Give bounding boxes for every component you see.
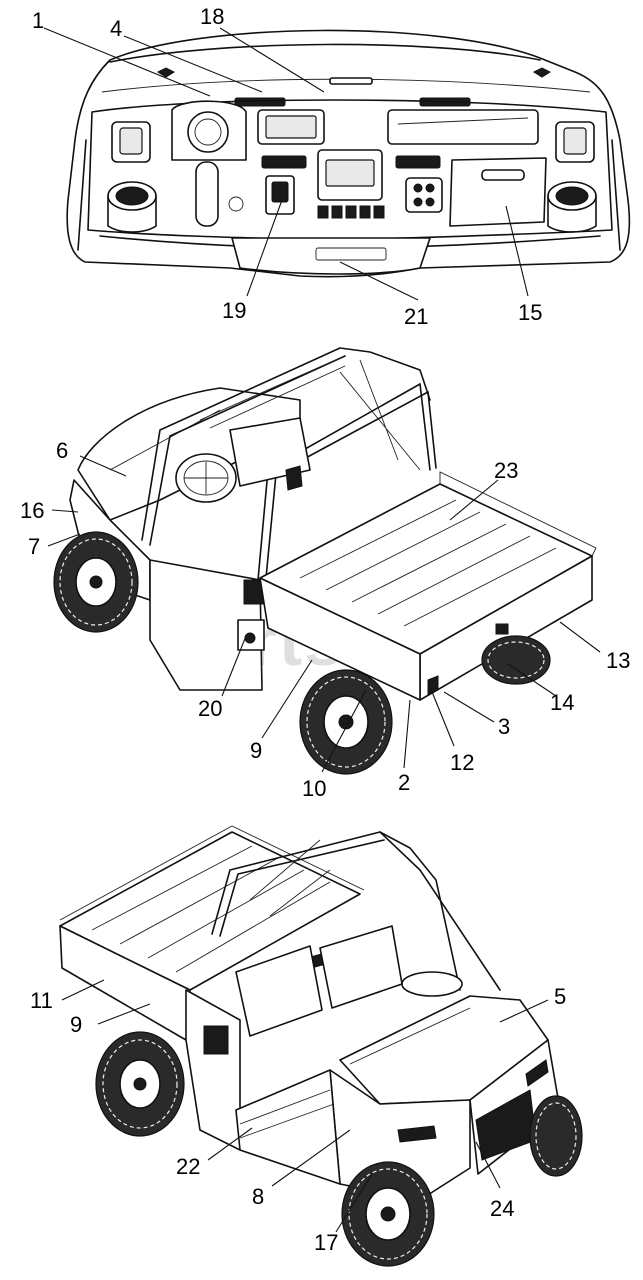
leader-10 xyxy=(321,689,367,773)
dashboard-view xyxy=(66,29,631,278)
leader-22 xyxy=(207,1127,253,1161)
front-left-tire-front-view xyxy=(341,1161,435,1267)
callout-23: 23 xyxy=(494,458,518,483)
leader-3 xyxy=(443,691,495,723)
front-left-tire xyxy=(53,531,139,633)
dash-bezel xyxy=(87,99,613,241)
clip-left xyxy=(156,67,176,78)
leader-23 xyxy=(449,479,499,521)
vent-left xyxy=(261,155,307,169)
leader-8 xyxy=(271,1129,351,1187)
callout-3: 3 xyxy=(498,714,510,739)
lower-trim xyxy=(231,237,431,275)
callout-8: 8 xyxy=(252,1184,264,1209)
leader-24 xyxy=(475,1141,501,1189)
leader-6 xyxy=(79,455,127,477)
front-right-tire-front-view xyxy=(529,1095,583,1177)
glove-box-handle xyxy=(481,169,525,181)
callout-20: 20 xyxy=(198,696,222,721)
callout-11: 11 xyxy=(30,988,53,1013)
glove-box xyxy=(449,157,547,227)
callout-17: 17 xyxy=(314,1230,338,1255)
leader-4 xyxy=(123,35,263,93)
bed-side xyxy=(259,577,421,701)
leader-13 xyxy=(559,621,601,653)
callout-1: 1 xyxy=(32,8,44,33)
leader-9 xyxy=(261,659,313,739)
cab-light-pod xyxy=(203,1025,229,1055)
clip-right xyxy=(532,67,552,78)
steering-wheel-front xyxy=(401,971,463,997)
display-right xyxy=(387,109,539,145)
leader-16 xyxy=(51,509,79,513)
callout-10: 10 xyxy=(302,776,326,801)
callout-12: 12 xyxy=(450,750,474,775)
leader-17 xyxy=(335,1173,373,1233)
headlight-right xyxy=(525,1059,549,1087)
dash-cowl xyxy=(109,43,541,63)
leader-2 xyxy=(403,699,411,769)
right-switch-panel xyxy=(405,177,443,213)
floor-panel xyxy=(235,1069,341,1185)
rear-left-tire xyxy=(299,669,393,775)
leader-7 xyxy=(47,533,81,547)
leader-21 xyxy=(339,261,419,301)
callout-22: 22 xyxy=(176,1154,200,1179)
bed-rail xyxy=(439,471,597,557)
callout-24: 24 xyxy=(490,1196,514,1221)
headlight-left xyxy=(397,1125,437,1143)
leader-14 xyxy=(507,663,557,697)
leader-20 xyxy=(221,635,247,697)
leader-9b xyxy=(97,1003,151,1025)
callout-19: 19 xyxy=(222,298,246,323)
callout-14: 14 xyxy=(550,690,574,715)
leader-1 xyxy=(43,27,211,97)
callout-21: 21 xyxy=(404,304,428,329)
leader-11 xyxy=(61,979,105,1001)
cage-brace xyxy=(339,359,421,471)
roll-cage-front xyxy=(141,347,431,541)
cab-side-front-view xyxy=(185,989,241,1151)
callout-9: 9 xyxy=(250,738,262,763)
callout-6: 6 xyxy=(56,438,68,463)
top-vent-left xyxy=(234,97,286,107)
leader-5 xyxy=(499,999,549,1023)
rear-left-view xyxy=(53,347,597,775)
cab-side xyxy=(149,559,263,691)
callout-15: 15 xyxy=(518,300,542,325)
callout-7: 7 xyxy=(28,534,40,559)
vent-right xyxy=(395,155,441,169)
callout-13: 13 xyxy=(606,648,630,673)
callout-18: 18 xyxy=(200,4,224,29)
rear-left-tire-front-view xyxy=(95,1031,185,1137)
center-slot xyxy=(329,77,373,85)
callout-4: 4 xyxy=(110,16,122,41)
callout-2: 2 xyxy=(398,770,410,795)
seat-right xyxy=(319,925,403,1009)
switch-row xyxy=(317,205,385,219)
steering-column xyxy=(171,100,247,227)
left-cupholder xyxy=(107,121,157,233)
leader-19 xyxy=(246,199,283,297)
right-cupholder xyxy=(547,121,597,233)
leader-12 xyxy=(427,681,455,747)
callout-9-front: 9 xyxy=(70,1012,82,1037)
leader-15 xyxy=(505,205,529,297)
cage-front-view xyxy=(211,831,461,991)
leader-18 xyxy=(219,27,325,93)
callout-5: 5 xyxy=(554,984,566,1009)
callout-16: 16 xyxy=(20,498,44,523)
rear-right-tire xyxy=(481,635,551,685)
front-right-view xyxy=(59,825,583,1267)
seat-left xyxy=(235,945,323,1037)
